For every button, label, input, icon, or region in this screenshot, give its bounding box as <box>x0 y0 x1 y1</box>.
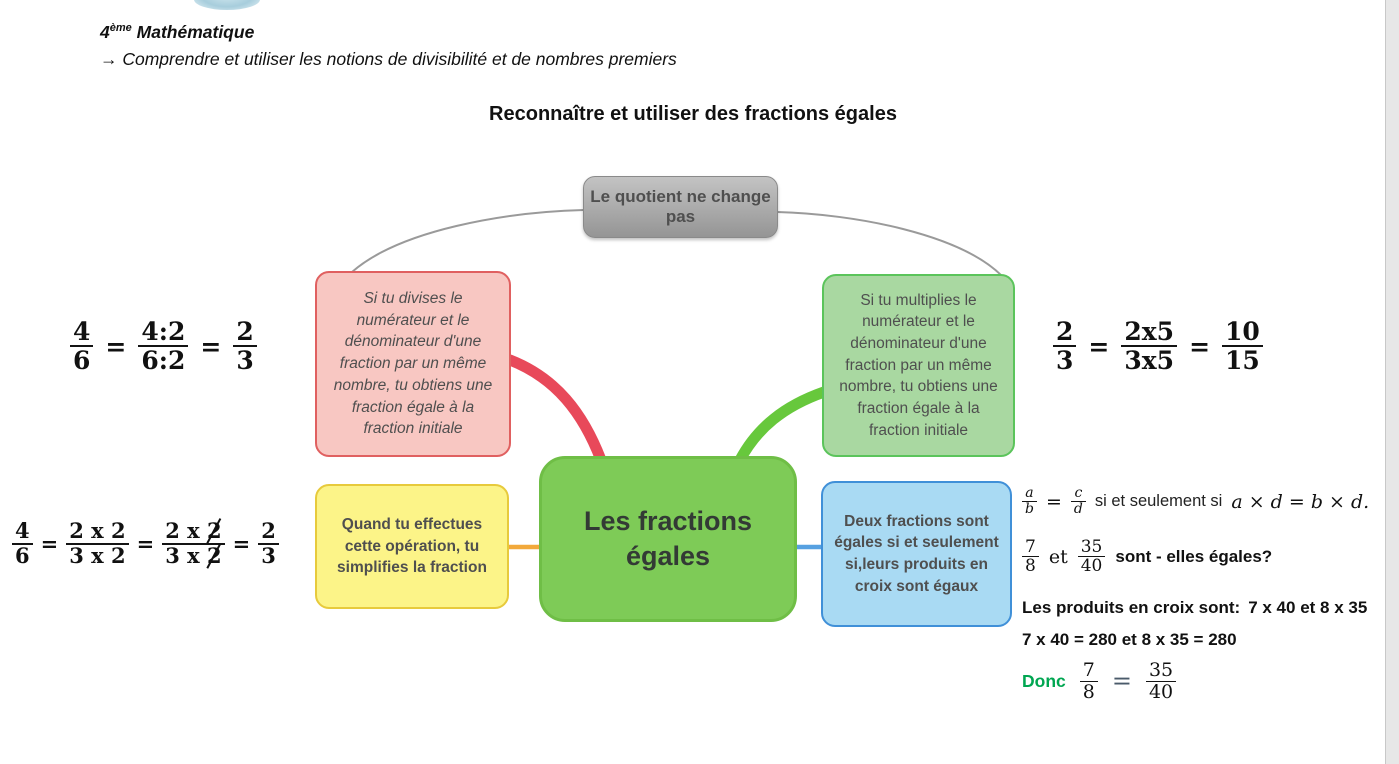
fraction: 2 3 <box>258 519 279 567</box>
header-grade-line: 4ème Mathématique <box>100 22 254 43</box>
page-title: Reconnaître et utiliser des fractions ég… <box>489 103 897 125</box>
fraction: 7 8 <box>1022 538 1039 576</box>
branch-red <box>504 354 607 466</box>
grade-number: 4 <box>100 22 110 42</box>
grade-suffix: ème <box>109 22 132 35</box>
curve-top-right <box>776 211 1003 277</box>
equals-sign: = <box>232 531 251 557</box>
equals-sign: = <box>40 531 59 557</box>
question-text: sont - elles égales? <box>1115 546 1273 566</box>
fraction: a b <box>1022 485 1037 517</box>
fraction: 35 40 <box>1077 538 1106 576</box>
equals-sign: = <box>1088 331 1110 361</box>
fraction: 7 8 <box>1079 660 1098 702</box>
rule-text: si et seulement si <box>1094 492 1223 511</box>
node-quotient: Le quotient ne change pas <box>583 176 778 238</box>
equals-sign: = <box>105 331 127 361</box>
node-multiply-rule: Si tu multiplies le numérateur et le dén… <box>822 274 1015 457</box>
fraction: 2 3 <box>1053 318 1077 374</box>
fraction: 2 3 <box>233 318 257 374</box>
products-result-line: 7 x 40 = 280 et 8 x 35 = 280 <box>1022 630 1237 649</box>
conclusion-label: Donc <box>1022 670 1066 691</box>
cross-product-rule-line: a b = c d si et seulement si a × d = b ×… <box>1022 485 1370 517</box>
formula-multiplication-example: 2 3 = 2x5 3x5 = 10 15 <box>1053 318 1263 374</box>
subject-label: Mathématique <box>136 22 255 42</box>
node-central-topic: Les fractions égales <box>539 456 797 622</box>
products-value: 7 x 40 et 8 x 35 <box>1248 598 1368 617</box>
fraction: 35 40 <box>1145 660 1177 702</box>
curve-top-left <box>351 209 585 273</box>
logo-fragment <box>194 0 260 10</box>
products-line: Les produits en croix sont: 7 x 40 et 8 … <box>1022 598 1367 618</box>
struck-digit: 2 <box>206 518 222 543</box>
conclusion-line: Donc 7 8 = 35 40 <box>1022 660 1177 702</box>
branch-green <box>734 386 830 466</box>
fraction: 4 6 <box>12 519 33 567</box>
canvas-gutter <box>1385 0 1399 764</box>
rule-equation: a × d = b × d. <box>1231 490 1370 513</box>
struck-digit: 2 <box>206 542 222 568</box>
equals-sign: = <box>200 331 222 361</box>
question-line: 7 8 et 35 40 sont - elles égales? <box>1022 538 1272 576</box>
fraction-cancelled: 2 x 2 3 x 2 <box>162 518 225 568</box>
equals-sign: = <box>136 531 155 557</box>
formula-division-example: 4 6 = 4:2 6:2 = 2 3 <box>70 318 257 374</box>
node-cross-product-rule: Deux fractions sont égales si et seuleme… <box>821 481 1012 627</box>
fraction: 2 x 2 3 x 2 <box>66 519 129 567</box>
node-divide-rule: Si tu divises le numérateur et le dénomi… <box>315 271 511 457</box>
et-word: et <box>1048 545 1068 568</box>
products-label: Les produits en croix sont: <box>1022 598 1241 617</box>
formula-simplify-example: 4 6 = 2 x 2 3 x 2 = 2 x 2 3 x 2 = 2 3 <box>12 518 279 568</box>
fraction: 10 15 <box>1222 318 1263 374</box>
equals-sign: = <box>1111 667 1132 696</box>
node-simplify-rule: Quand tu effectues cette opération, tu s… <box>315 484 509 609</box>
fraction: 2x5 3x5 <box>1121 318 1178 374</box>
fraction: c d <box>1070 485 1086 517</box>
equals-sign: = <box>1189 331 1211 361</box>
equals-sign: = <box>1045 490 1062 513</box>
fraction: 4:2 6:2 <box>138 318 189 374</box>
header-objective: → Comprendre et utiliser les notions de … <box>100 49 677 69</box>
fraction: 4 6 <box>70 318 94 374</box>
